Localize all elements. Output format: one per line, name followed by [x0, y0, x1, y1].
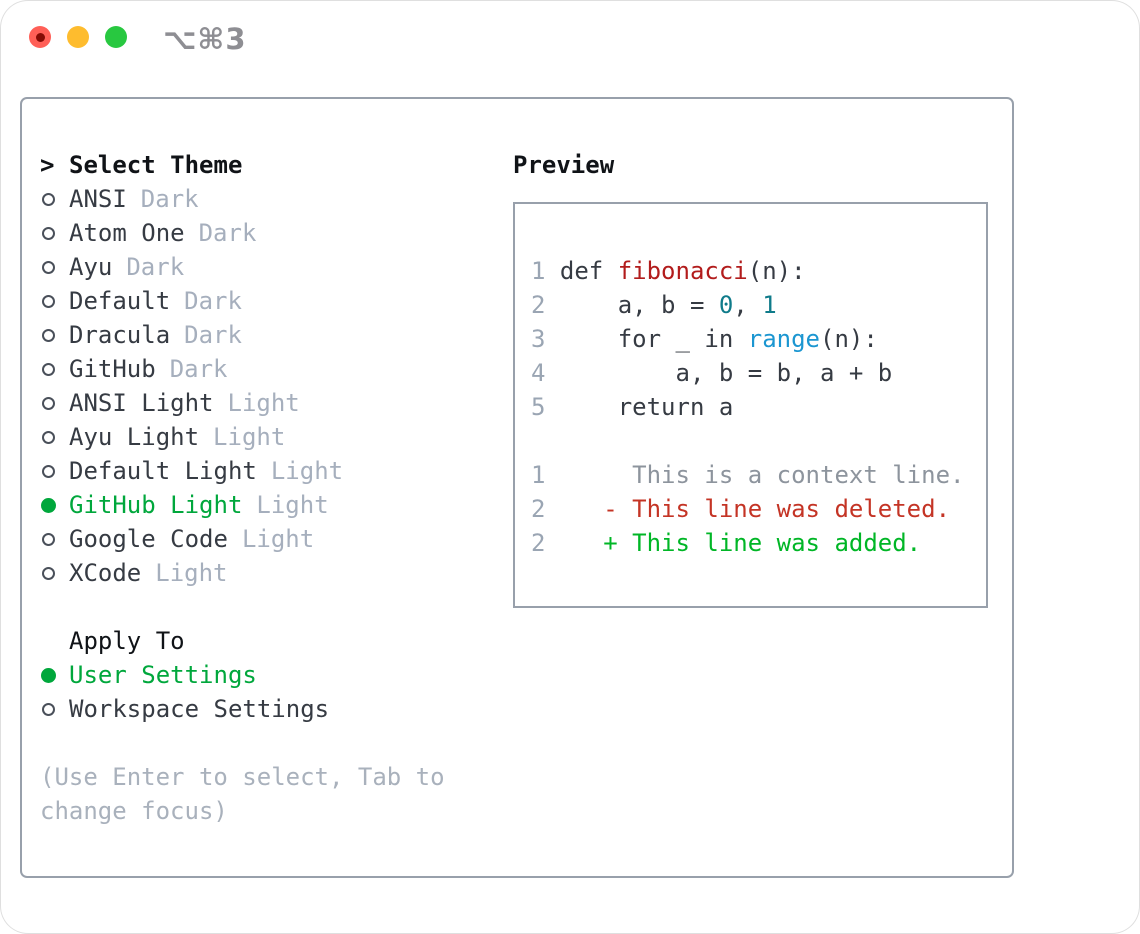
theme-option-ansi-light[interactable]: ANSI Light Light: [40, 386, 502, 420]
theme-variant: Dark: [169, 355, 228, 383]
line-number: 2: [531, 291, 546, 319]
theme-name: GitHub Light: [69, 491, 243, 519]
window-titlebar: ⌥⌘3: [0, 0, 1140, 97]
theme-option-github-dark[interactable]: GitHub Dark: [40, 352, 502, 386]
window-title: ⌥⌘3: [163, 22, 247, 56]
spacer: [531, 424, 986, 458]
diff-added-line: 2 + This line was added.: [531, 529, 922, 557]
number-token: 0: [718, 291, 734, 319]
spacer: [531, 220, 986, 254]
radio-icon: [40, 226, 69, 240]
number-token: 1: [762, 291, 777, 319]
radio-icon: [40, 260, 69, 274]
code-line: 2 a, b = 0, 1: [531, 291, 777, 319]
radio-icon: [40, 532, 69, 546]
theme-variant: Dark: [184, 321, 242, 349]
zoom-button[interactable]: [105, 26, 127, 48]
theme-option-google-code[interactable]: Google Code Light: [40, 522, 502, 556]
theme-name: Ayu: [69, 253, 113, 281]
radio-icon: [40, 464, 69, 478]
radio-icon: [40, 192, 69, 206]
theme-name: GitHub: [69, 355, 156, 383]
theme-name: XCode: [69, 559, 142, 587]
theme-picker-panel: > Select Theme ANSI Dark Atom One Dark A…: [20, 97, 1014, 878]
apply-to-heading: Apply To: [40, 624, 502, 658]
builtin-token: range: [747, 325, 820, 353]
edited-dot-icon: [35, 32, 45, 42]
theme-option-ayu-light[interactable]: Ayu Light Light: [40, 420, 502, 454]
radio-selected-icon: [40, 667, 69, 683]
theme-variant: Dark: [184, 287, 242, 315]
theme-name: Ayu Light: [69, 423, 200, 451]
apply-option-label: Workspace Settings: [69, 695, 330, 723]
theme-name: Dracula: [69, 321, 171, 349]
line-number: 1: [531, 257, 546, 285]
line-number: 4: [531, 359, 546, 387]
theme-variant: Dark: [198, 219, 257, 247]
hint-text-line1: (Use Enter to select, Tab to: [40, 763, 445, 791]
theme-variant: Light: [241, 525, 315, 553]
preview-heading: Preview: [513, 151, 615, 179]
code-line: 5 return a: [531, 393, 734, 421]
minimize-button[interactable]: [67, 26, 89, 48]
theme-name: ANSI: [69, 185, 127, 213]
close-button[interactable]: [29, 26, 51, 48]
theme-option-xcode[interactable]: XCode Light: [40, 556, 502, 590]
radio-icon: [40, 362, 69, 376]
line-number: 2: [531, 529, 546, 557]
theme-option-default-dark[interactable]: Default Dark: [40, 284, 502, 318]
line-number: 5: [531, 393, 546, 421]
theme-name: Default: [69, 287, 171, 315]
theme-list-column: > Select Theme ANSI Dark Atom One Dark A…: [40, 148, 502, 876]
apply-to-heading-label: Apply To: [69, 627, 185, 655]
theme-option-default-light[interactable]: Default Light Light: [40, 454, 502, 488]
theme-name: Atom One: [69, 219, 185, 247]
radio-icon: [40, 328, 69, 342]
theme-variant: Light: [227, 389, 300, 417]
theme-variant: Light: [155, 559, 228, 587]
line-number: 3: [531, 325, 546, 353]
theme-option-atom-one-dark[interactable]: Atom One Dark: [40, 216, 502, 250]
spacer: [40, 590, 502, 624]
radio-selected-icon: [40, 497, 69, 513]
theme-name: ANSI Light: [69, 389, 214, 417]
theme-option-ansi-dark[interactable]: ANSI Dark: [40, 182, 502, 216]
code-line: 1 def fibonacci(n):: [531, 257, 806, 285]
spacer: [40, 726, 502, 760]
preview-pane: 1 def fibonacci(n): 2 a, b = 0, 1 3 for …: [513, 202, 988, 608]
apply-option-workspace-settings[interactable]: Workspace Settings: [40, 692, 502, 726]
theme-variant: Light: [270, 457, 344, 485]
theme-name: Google Code: [69, 525, 228, 553]
radio-icon: [40, 430, 69, 444]
apply-option-user-settings[interactable]: User Settings: [40, 658, 502, 692]
code-line: 4 a, b = b, a + b: [531, 359, 893, 387]
theme-name: Default Light: [69, 457, 257, 485]
radio-icon: [40, 396, 69, 410]
diff-context-line: 1 This is a context line.: [531, 461, 965, 489]
theme-option-ayu-dark[interactable]: Ayu Dark: [40, 250, 502, 284]
line-number: 1: [531, 461, 546, 489]
diff-deleted-line: 2 - This line was deleted.: [531, 495, 951, 523]
theme-variant: Light: [256, 491, 329, 519]
theme-variant: Dark: [140, 185, 199, 213]
theme-variant: Light: [213, 423, 286, 451]
theme-option-dracula-dark[interactable]: Dracula Dark: [40, 318, 502, 352]
theme-variant: Dark: [126, 253, 185, 281]
code-line: 3 for _ in range(n):: [531, 325, 878, 353]
radio-icon: [40, 566, 69, 580]
function-token: fibonacci: [617, 257, 748, 285]
hint-text-line2: change focus): [40, 797, 228, 825]
radio-icon: [40, 294, 69, 308]
theme-option-github-light[interactable]: GitHub Light Light: [40, 488, 502, 522]
select-theme-heading-label: Select Theme: [69, 151, 243, 179]
radio-icon: [40, 702, 69, 716]
prompt-icon: >: [40, 151, 55, 179]
line-number: 2: [531, 495, 546, 523]
select-theme-heading: > Select Theme: [40, 148, 502, 182]
apply-option-label: User Settings: [69, 661, 257, 689]
preview-column: Preview 1 def fibonacci(n): 2 a, b = 0, …: [502, 148, 988, 876]
